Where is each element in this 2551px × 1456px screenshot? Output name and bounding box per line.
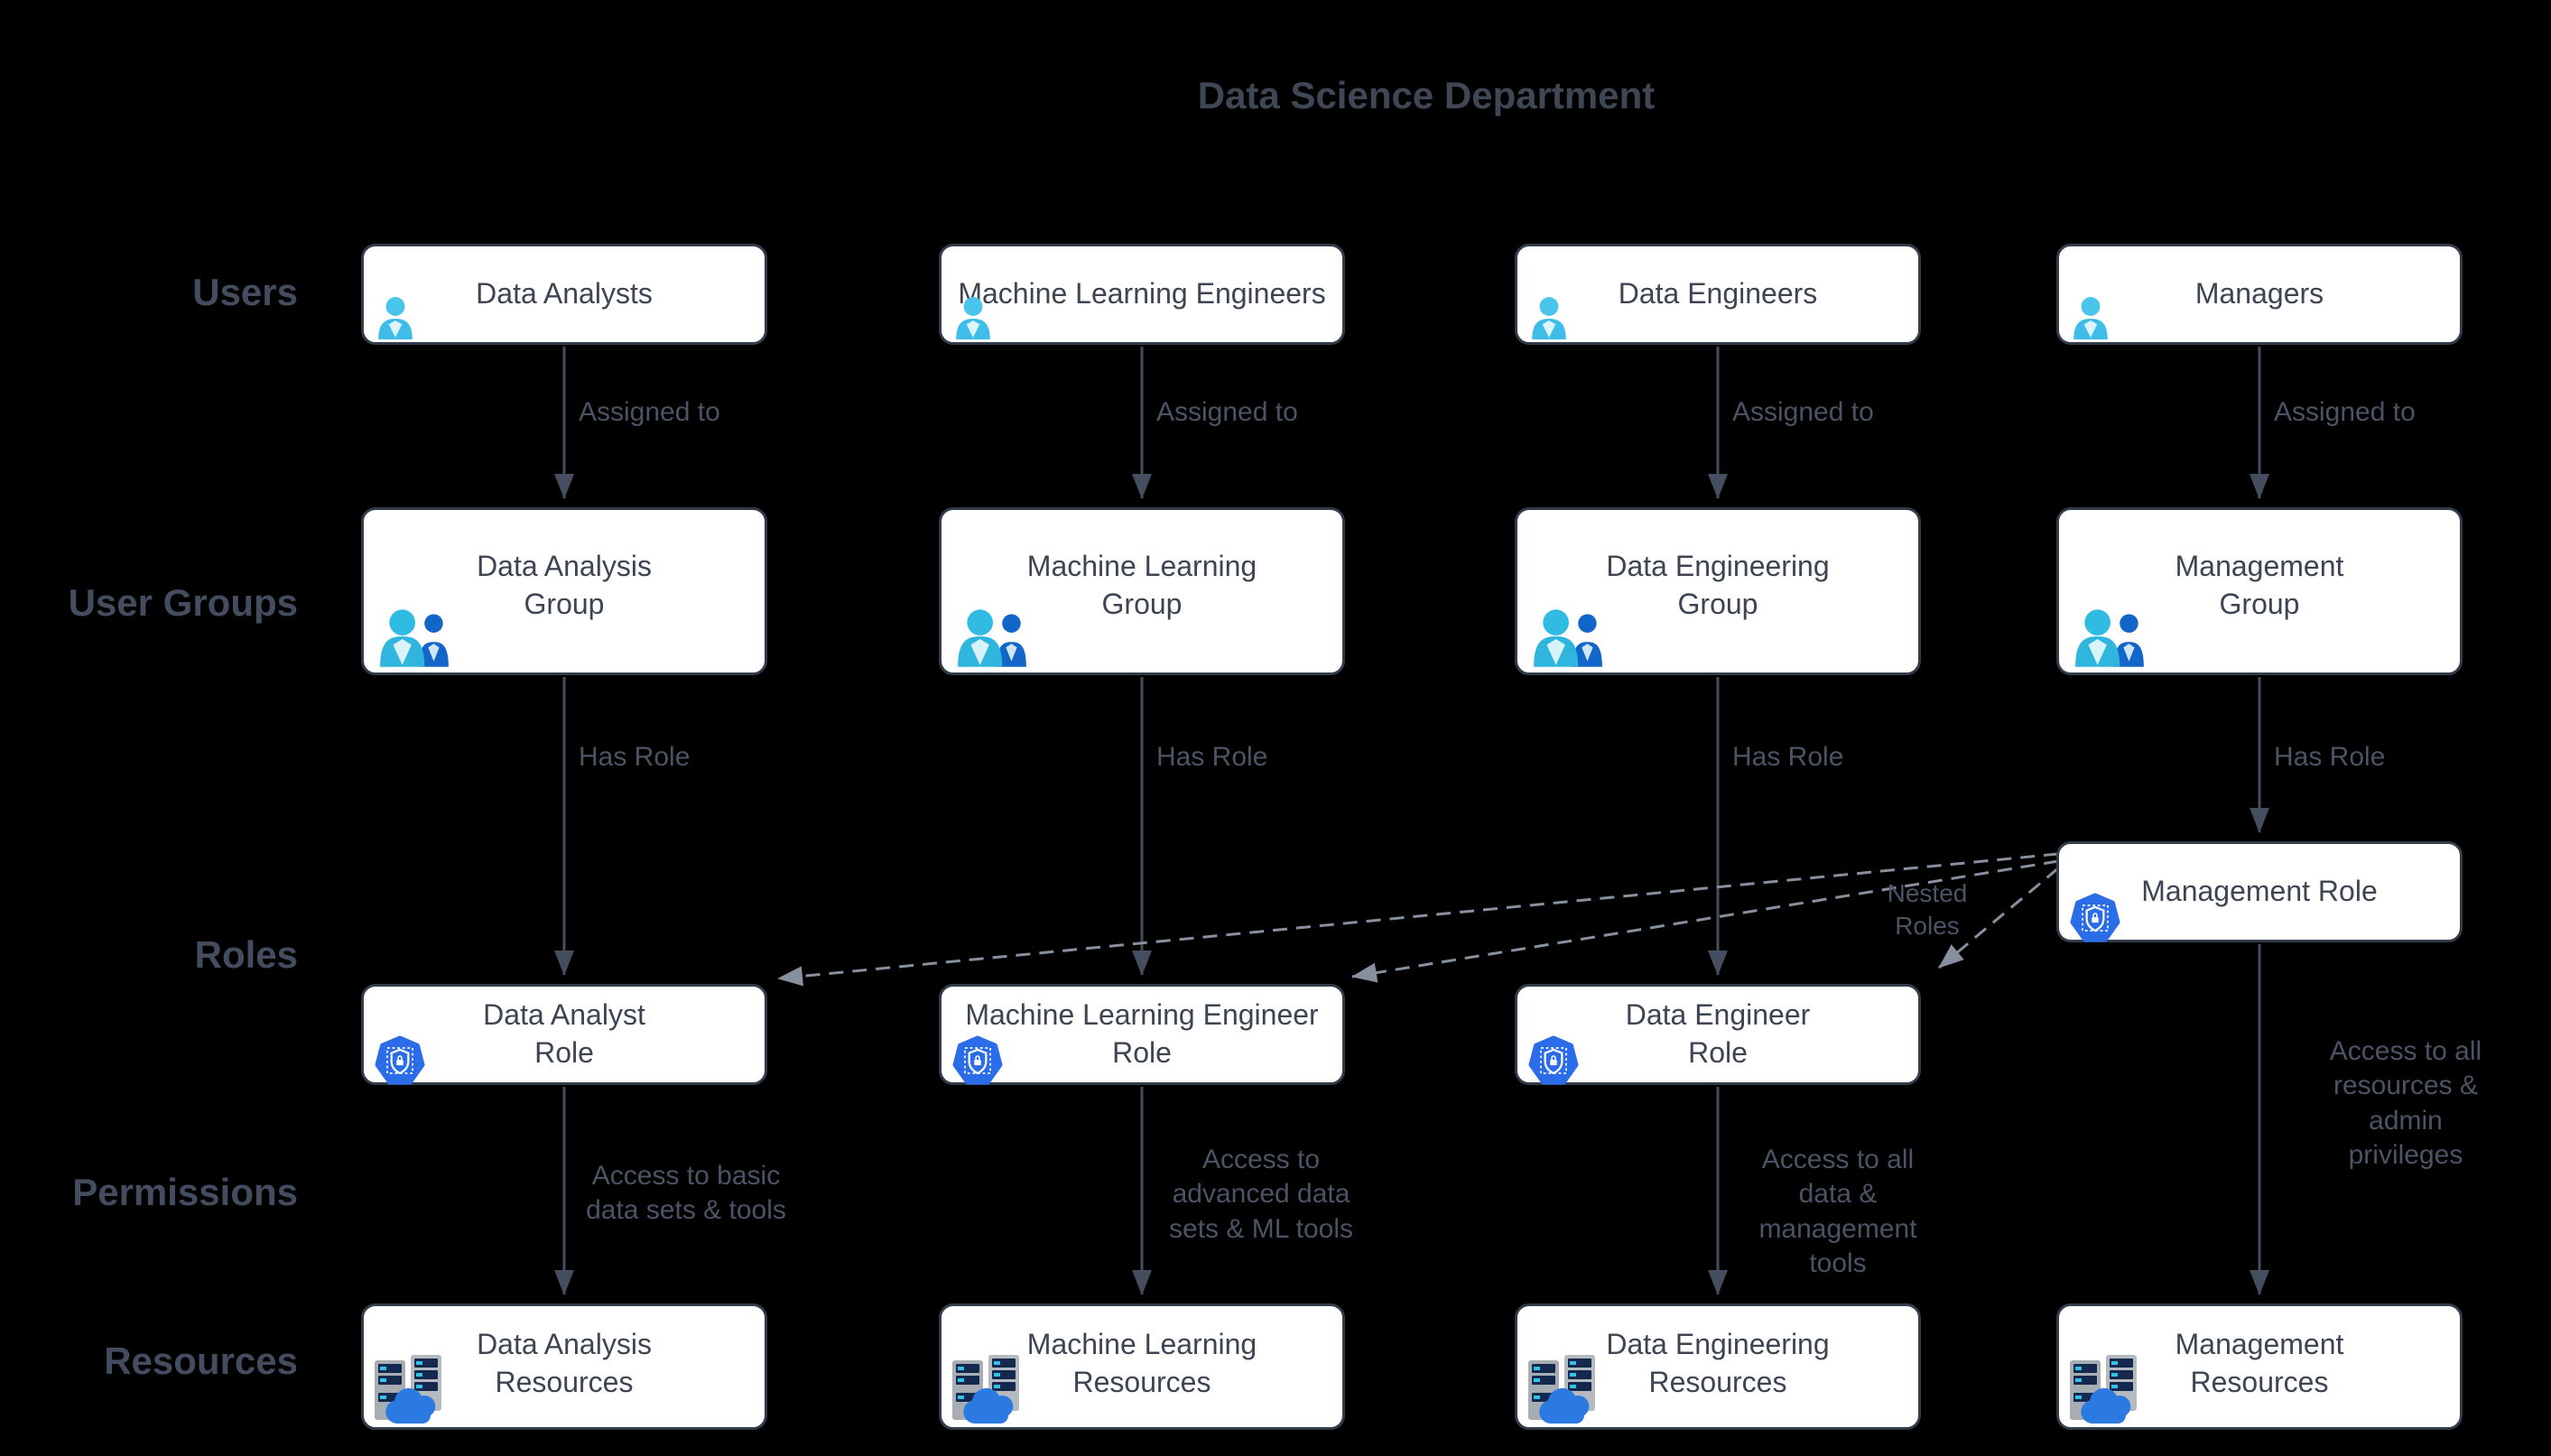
edge-label-nested-roles: Nested Roles	[1887, 879, 1968, 940]
node-users-data-engineers: Data Engineers	[1515, 244, 1921, 345]
server-cloud-icon	[2068, 1353, 2149, 1425]
row-label-roles: Roles	[194, 933, 298, 976]
edge-label-has-role: Has Role	[2274, 742, 2386, 772]
user-group-icon	[954, 607, 1032, 667]
node-group-management: Management Group	[2056, 507, 2463, 675]
server-cloud-icon	[1526, 1353, 1608, 1425]
diagram-title: Data Science Department	[1197, 74, 1656, 116]
edge-label-permission: Access to all resources & admin privileg…	[2329, 1036, 2482, 1171]
node-label: Data Engineering Resources	[1606, 1328, 1830, 1398]
node-group-data-engineering: Data Engineering Group	[1515, 507, 1921, 675]
node-group-data-analysis: Data Analysis Group	[361, 507, 767, 675]
role-shield-lock-icon	[375, 1035, 425, 1086]
node-label: Data Analysis Group	[477, 550, 652, 620]
user-icon	[2072, 296, 2110, 339]
node-users-managers: Managers	[2056, 244, 2463, 345]
user-group-icon	[2072, 607, 2149, 667]
role-shield-lock-icon	[1528, 1035, 1579, 1086]
node-label: Data Analyst Role	[483, 998, 645, 1069]
node-resource-data-analysis: Data Analysis Resources	[361, 1303, 767, 1430]
server-cloud-icon	[951, 1353, 1032, 1425]
node-label: Management Role	[2141, 875, 2378, 908]
server-cloud-icon	[373, 1353, 454, 1425]
node-role-ml-engineer: Machine Learning Engineer Role	[939, 984, 1345, 1085]
node-resource-data-engineering: Data Engineering Resources	[1515, 1303, 1921, 1430]
node-role-data-analyst: Data Analyst Role	[361, 984, 767, 1085]
edge-label-permission: Access to basic data sets & tools	[586, 1161, 786, 1226]
node-label: Data Analysis Resources	[477, 1328, 652, 1398]
node-label: Management Group	[2175, 550, 2344, 620]
user-group-icon	[1530, 607, 1608, 667]
node-group-machine-learning: Machine Learning Group	[939, 507, 1345, 675]
node-users-ml-engineers: Machine Learning Engineers	[939, 244, 1345, 345]
edge-label-assigned-to: Assigned to	[2274, 397, 2416, 427]
node-role-management: Management Role	[2056, 841, 2463, 942]
edge-label-permission: Access to all data & management tools	[1758, 1145, 1917, 1279]
node-label: Management Resources	[2175, 1328, 2344, 1398]
role-shield-lock-icon	[2070, 893, 2120, 943]
edge-label-has-role: Has Role	[579, 742, 691, 772]
row-label-user-groups: User Groups	[68, 581, 298, 624]
row-label-resources: Resources	[104, 1340, 298, 1382]
user-group-icon	[376, 607, 454, 667]
edge-label-assigned-to: Assigned to	[579, 397, 720, 427]
edge-label-permission: Access to advanced data sets & ML tools	[1169, 1145, 1353, 1244]
node-label: Machine Learning Engineer Role	[965, 998, 1319, 1069]
edge-label-has-role: Has Role	[1732, 742, 1844, 772]
edge-label-assigned-to: Assigned to	[1156, 397, 1298, 427]
user-icon	[1530, 296, 1568, 339]
node-role-data-engineer: Data Engineer Role	[1515, 984, 1921, 1085]
node-label: Machine Learning Engineers	[958, 277, 1326, 311]
edge-label-has-role: Has Role	[1156, 742, 1268, 772]
node-users-data-analysts: Data Analysts	[361, 244, 767, 345]
row-label-users: Users	[192, 271, 298, 313]
node-label: Data Engineering Group	[1606, 550, 1830, 620]
edge-label-assigned-to: Assigned to	[1732, 397, 1874, 427]
user-icon	[376, 296, 414, 339]
node-label: Managers	[2194, 277, 2324, 311]
node-label: Machine Learning Group	[1026, 550, 1257, 620]
node-label: Machine Learning Resources	[1026, 1328, 1257, 1398]
node-label: Data Engineers	[1618, 277, 1818, 311]
node-label: Data Engineer Role	[1625, 998, 1811, 1069]
row-label-permissions: Permissions	[72, 1171, 298, 1213]
node-label: Data Analysts	[476, 277, 653, 311]
node-resource-machine-learning: Machine Learning Resources	[939, 1303, 1345, 1430]
node-resource-management: Management Resources	[2056, 1303, 2463, 1430]
